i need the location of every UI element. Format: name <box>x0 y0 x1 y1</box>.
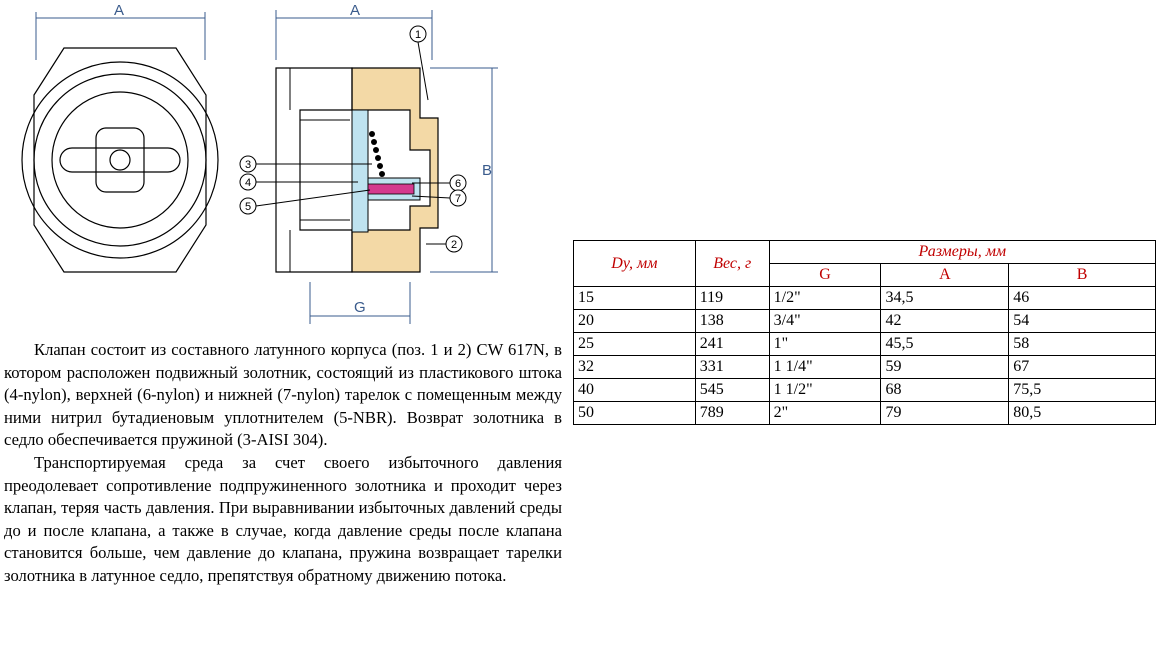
table-row: 15 119 1/2" 34,5 46 <box>573 286 1156 310</box>
callout-label-1: 1 <box>415 29 421 41</box>
callout-label-3: 3 <box>245 159 251 171</box>
cell-dy: 25 <box>573 332 696 356</box>
cell-dy: 40 <box>573 378 696 402</box>
cell-a: 79 <box>880 401 1010 425</box>
subheader-a: A <box>880 263 1010 287</box>
spec-table: Dy, мм Вес, г Размеры, мм G A B 15 119 1… <box>573 240 1157 425</box>
spring <box>369 131 385 177</box>
leader-1 <box>417 41 429 101</box>
description-text: Клапан состоит из составного латунного к… <box>4 339 562 588</box>
description-paragraph-1: Клапан состоит из составного латунного к… <box>4 340 562 450</box>
table-row: 50 789 2" 79 80,5 <box>573 401 1156 425</box>
cell-b: 80,5 <box>1008 401 1156 425</box>
center-hub <box>95 127 145 193</box>
dim-label-a-left: A <box>114 2 124 19</box>
center-bar <box>59 147 181 173</box>
valve-drawing: A A B G <box>0 0 505 336</box>
callout-label-5: 5 <box>245 201 251 213</box>
valve-drawing-svg: A A B G <box>21 2 498 324</box>
table-row: 20 138 3/4" 42 54 <box>573 309 1156 333</box>
cell-a: 59 <box>880 355 1010 379</box>
leader-5 <box>255 189 371 207</box>
header-dy: Dy, мм <box>573 240 696 287</box>
cell-g: 3/4" <box>768 309 882 333</box>
cell-dy: 20 <box>573 309 696 333</box>
cell-g: 1 1/4" <box>768 355 882 379</box>
cell-dy: 32 <box>573 355 696 379</box>
table-row: 32 331 1 1/4" 59 67 <box>573 355 1156 379</box>
cell-g: 1/2" <box>768 286 882 310</box>
cell-a: 34,5 <box>880 286 1010 310</box>
cell-b: 67 <box>1008 355 1156 379</box>
cell-a: 68 <box>880 378 1010 402</box>
callout-label-2: 2 <box>451 239 457 251</box>
cell-g: 2" <box>768 401 882 425</box>
cell-dy: 15 <box>573 286 696 310</box>
cell-g: 1 1/2" <box>768 378 882 402</box>
subheader-g: G <box>768 263 882 287</box>
cell-b: 58 <box>1008 332 1156 356</box>
plastic-stem <box>351 109 369 233</box>
thread-circle <box>33 73 207 247</box>
cell-weight: 789 <box>694 401 770 425</box>
cell-weight: 331 <box>694 355 770 379</box>
hex-nut-outline <box>33 47 207 273</box>
leader-7 <box>411 195 451 199</box>
section-view <box>275 67 439 273</box>
callout-label-6: 6 <box>455 178 461 190</box>
cell-dy: 50 <box>573 401 696 425</box>
dim-label-b: B <box>482 162 492 179</box>
dim-label-g: G <box>354 299 366 316</box>
cell-weight: 545 <box>694 378 770 402</box>
dim-label-a-right: A <box>350 2 360 19</box>
cell-a: 45,5 <box>880 332 1010 356</box>
cell-weight: 241 <box>694 332 770 356</box>
bore-circle <box>51 91 189 229</box>
table-row: 40 545 1 1/2" 68 75,5 <box>573 378 1156 402</box>
cell-weight: 138 <box>694 309 770 333</box>
outer-circle <box>21 61 219 259</box>
header-sizes: Размеры, мм <box>768 240 1157 264</box>
table-row: 25 241 1" 45,5 58 <box>573 332 1156 356</box>
header-weight: Вес, г <box>694 240 770 287</box>
cell-b: 75,5 <box>1008 378 1156 402</box>
cell-b: 46 <box>1008 286 1156 310</box>
cell-weight: 119 <box>694 286 770 310</box>
callout-label-7: 7 <box>455 193 461 205</box>
subheader-b: B <box>1008 263 1156 287</box>
callout-label-4: 4 <box>245 177 251 189</box>
housing-outline <box>275 67 353 273</box>
center-hole <box>109 149 131 171</box>
end-view <box>21 47 219 273</box>
nbr-seal <box>367 183 415 195</box>
cell-b: 54 <box>1008 309 1156 333</box>
cell-g: 1" <box>768 332 882 356</box>
cell-a: 42 <box>880 309 1010 333</box>
description-paragraph-2: Транспортируемая среда за счет своего из… <box>4 452 562 585</box>
